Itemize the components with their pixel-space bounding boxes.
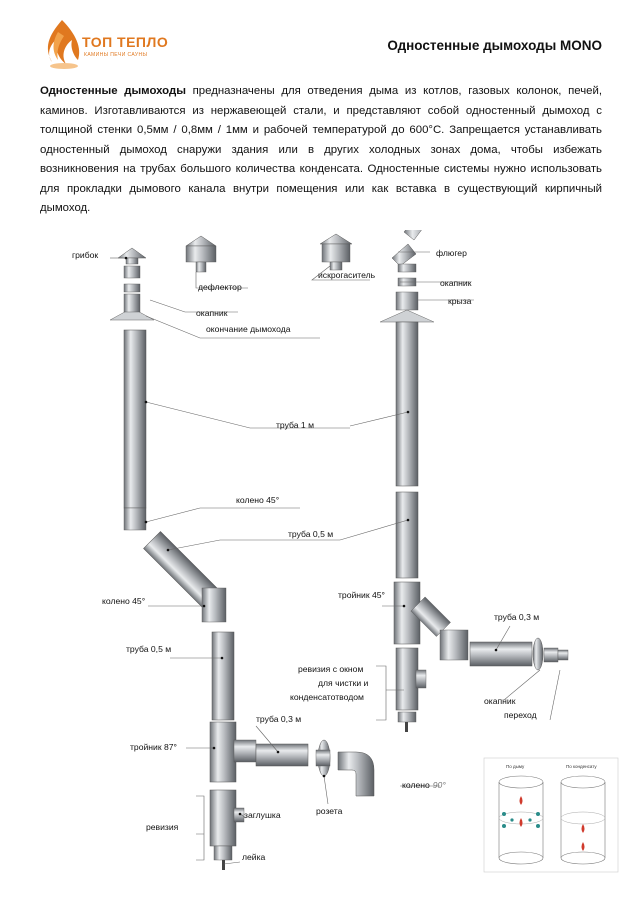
- leader-dots: [124, 256, 498, 816]
- intro-paragraph: Одностенные дымоходы предназначены для о…: [40, 82, 602, 219]
- inset-diagram: По дыму По конденсату: [483, 757, 619, 873]
- label-troynik-87: тройник 87°: [130, 742, 177, 752]
- left-pipe-05: [211, 631, 235, 721]
- label-koleno-90-word: колено: [402, 780, 430, 790]
- left-okapnik: [109, 283, 155, 321]
- intro-body: предназначены для отведения дыма из котл…: [40, 85, 602, 214]
- label-revizia: ревизия: [146, 822, 179, 832]
- label-okonchanie: окончание дымохода: [206, 324, 291, 334]
- label-revizia-okno-3: конденсатотводом: [290, 692, 364, 702]
- label-truba-03-right: труба 0,3 м: [494, 612, 539, 622]
- label-koleno-45-left: колено 45°: [102, 596, 145, 606]
- bottom-pipe-03: [255, 743, 309, 767]
- label-truba-05-mid: труба 0,5 м: [288, 529, 333, 539]
- label-revizia-okno-2: для чистки и: [318, 678, 369, 688]
- tee-87: [209, 721, 257, 783]
- right-pipe-1m: [395, 321, 419, 487]
- inset-label-left: По дыму: [506, 764, 525, 769]
- label-gribok: грибок: [72, 250, 98, 260]
- brand-tagline: КАМИНЫ ПЕЧИ САУНЫ: [84, 52, 148, 58]
- revizia-okno-part: [395, 647, 427, 732]
- rozeta-part: [315, 739, 331, 777]
- intro-lead: Одностенные дымоходы: [40, 85, 186, 97]
- fluger-part: [391, 230, 422, 273]
- label-kryza: крыза: [448, 296, 472, 306]
- label-okapnik-right: окапник: [440, 278, 472, 288]
- label-okapnik-bottom: окапник: [484, 696, 516, 706]
- deflektor-part: [185, 235, 217, 273]
- left-elbow-45-low: [201, 587, 227, 623]
- label-perehod: переход: [504, 710, 537, 720]
- label-revizia-okno-1: ревизия с окном: [298, 664, 363, 674]
- elbow-90-part: [337, 751, 375, 797]
- label-koleno-45-top: колено 45°: [236, 495, 279, 505]
- label-troynik-45: тройник 45°: [338, 590, 385, 600]
- gribok-part: [117, 247, 147, 279]
- revizia-part: [209, 789, 245, 870]
- label-truba-1m: труба 1 м: [276, 420, 314, 430]
- logo: [38, 18, 168, 72]
- label-leyka: лейка: [242, 852, 266, 862]
- left-pipe-1m: [123, 329, 147, 509]
- left-elbow-45-top: [123, 507, 147, 531]
- label-truba-03-bottom: труба 0,3 м: [256, 714, 301, 724]
- chimney-diagram: грибок дефлектор окапник окончание дымох…: [72, 230, 619, 873]
- label-fluger: флюгер: [436, 248, 467, 258]
- label-rozeta: розета: [316, 806, 343, 816]
- label-deflektor: дефлектор: [198, 282, 242, 292]
- right-pipe-05: [395, 491, 419, 579]
- label-okapnik-left: окапник: [196, 308, 228, 318]
- label-zaglushka: заглушка: [244, 810, 281, 820]
- brand-name: ТОП ТЕПЛО: [82, 34, 169, 50]
- label-iskrogasitel: искрогаситель: [318, 270, 376, 280]
- right-pipe-03: [439, 629, 569, 671]
- leader-lines: [110, 251, 561, 865]
- tee-45: [393, 581, 451, 645]
- label-koleno-90-deg: 90°: [433, 780, 447, 790]
- iskrogasitel-part: [319, 233, 353, 271]
- inset-label-right: По конденсату: [566, 764, 597, 769]
- flame-icon: [47, 20, 80, 69]
- label-truba-05-left: труба 0,5 м: [126, 644, 171, 654]
- page-title: Одностенные дымоходы MONO: [387, 38, 602, 53]
